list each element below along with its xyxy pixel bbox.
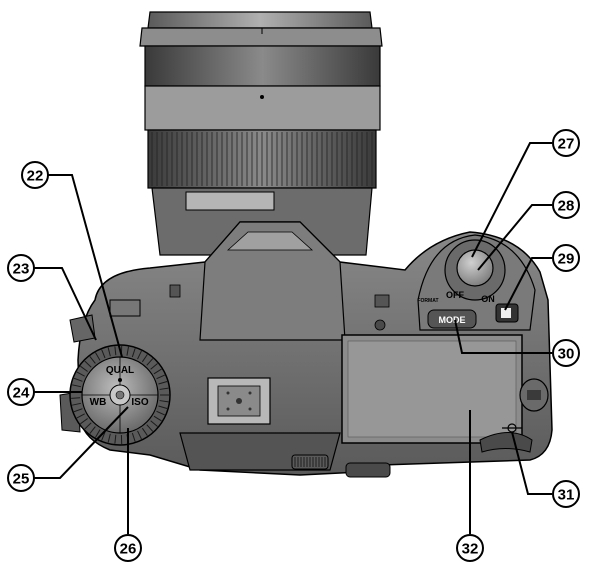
svg-text:28: 28 [558, 198, 575, 215]
callout-22: 22 [22, 162, 48, 188]
svg-text:29: 29 [558, 251, 575, 268]
svg-text:24: 24 [13, 385, 30, 402]
svg-text:31: 31 [558, 487, 575, 504]
callout-25: 25 [8, 465, 34, 491]
svg-text:32: 32 [462, 541, 479, 558]
callout-32: 32 [457, 535, 483, 561]
callout-26: 26 [115, 535, 141, 561]
svg-text:26: 26 [120, 541, 137, 558]
lens-hood [140, 12, 382, 46]
callout-28: 28 [553, 192, 579, 218]
off-label: OFF [446, 290, 464, 300]
callout-27: 27 [553, 130, 579, 156]
wb-label: WB [90, 397, 107, 408]
qual-label: QUAL [106, 365, 134, 376]
left-dial: QUAL WB ISO [70, 345, 170, 445]
mode-label: MODE [439, 315, 466, 325]
svg-text:25: 25 [13, 471, 30, 488]
callout-29: 29 [553, 245, 579, 271]
callout-31: 31 [553, 481, 579, 507]
callout-30: 30 [553, 340, 579, 366]
svg-text:27: 27 [558, 136, 575, 153]
callout-23: 23 [8, 255, 34, 281]
format-label: FORMAT [417, 298, 438, 304]
svg-text:30: 30 [558, 346, 575, 363]
callout-24: 24 [8, 379, 34, 405]
svg-text:23: 23 [13, 261, 30, 278]
svg-text:22: 22 [27, 168, 44, 185]
iso-label: ISO [131, 397, 148, 408]
on-label: ON [481, 294, 495, 304]
